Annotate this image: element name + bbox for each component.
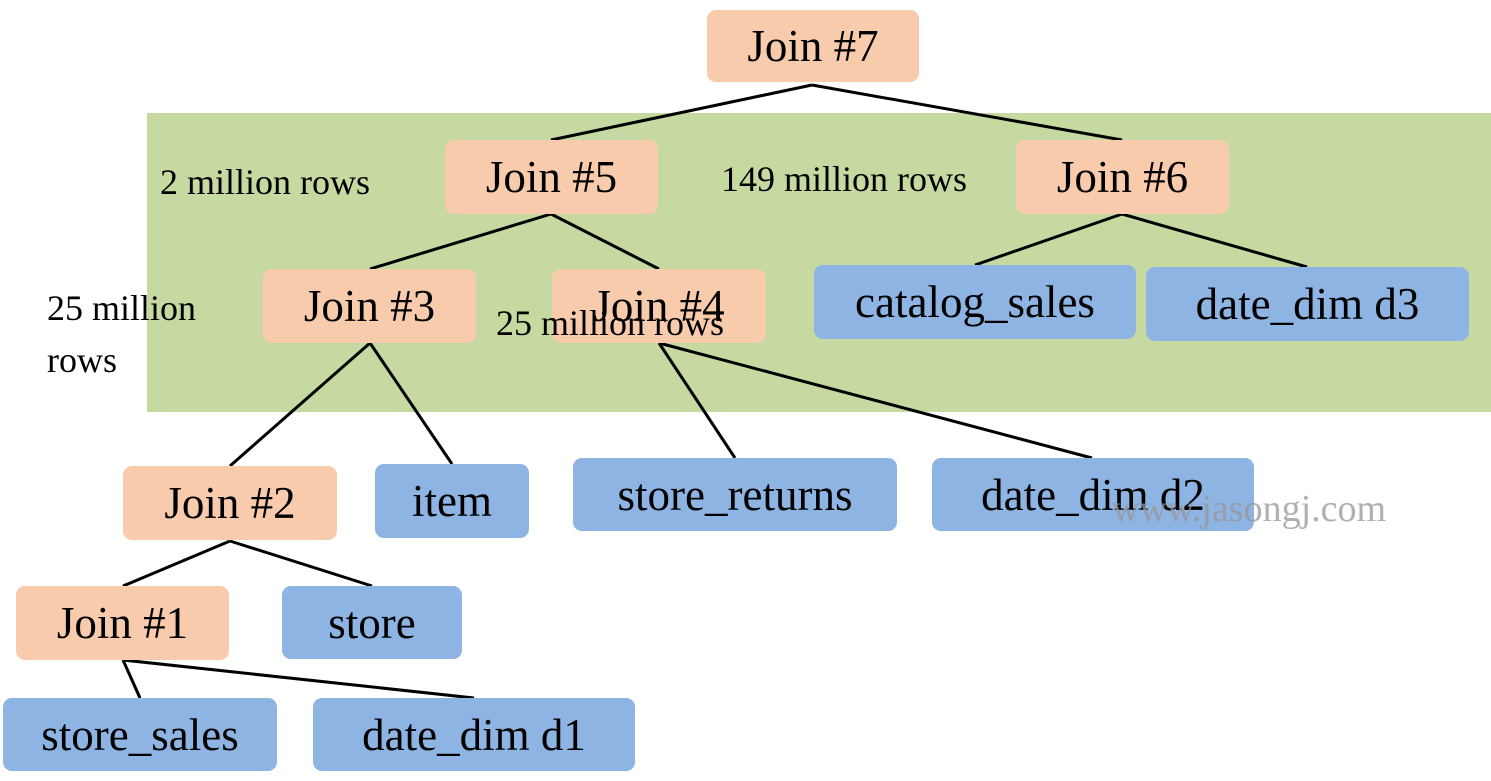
edge-join2-join1 <box>122 539 231 588</box>
join-3-node: Join #3 <box>263 269 476 343</box>
join-6-node: Join #6 <box>1016 140 1229 214</box>
join-5-node: Join #5 <box>445 140 658 214</box>
join-3-row-count: 25 million rows <box>47 288 197 380</box>
date-dim-d1-node: date_dim d1 <box>313 698 635 771</box>
join-4-row-count: 25 million rows <box>496 303 725 343</box>
date-dim-d3-node: date_dim d3 <box>1146 267 1469 341</box>
catalog-sales-node: catalog_sales <box>814 265 1136 339</box>
store-sales-node: store_sales <box>3 698 277 771</box>
item-node: item <box>375 464 529 538</box>
date-dim-d2-node: date_dim d2 <box>932 458 1254 531</box>
store-node: store <box>282 586 462 659</box>
edge-join1-date-dim-d1 <box>122 658 475 700</box>
store-returns-node: store_returns <box>573 458 897 531</box>
edge-join2-store <box>229 539 373 588</box>
watermark: www.jasongj.com <box>1112 488 1387 530</box>
join-6-row-count: 149 million rows <box>721 159 968 199</box>
join-7-node: Join #7 <box>707 10 919 82</box>
join-2-node: Join #2 <box>123 466 337 540</box>
join-5-row-count: 2 million rows <box>160 162 371 202</box>
join-1-node: Join #1 <box>16 586 229 660</box>
edge-join1-store-sales <box>121 659 142 699</box>
join-4-node: Join #4 <box>552 269 766 343</box>
